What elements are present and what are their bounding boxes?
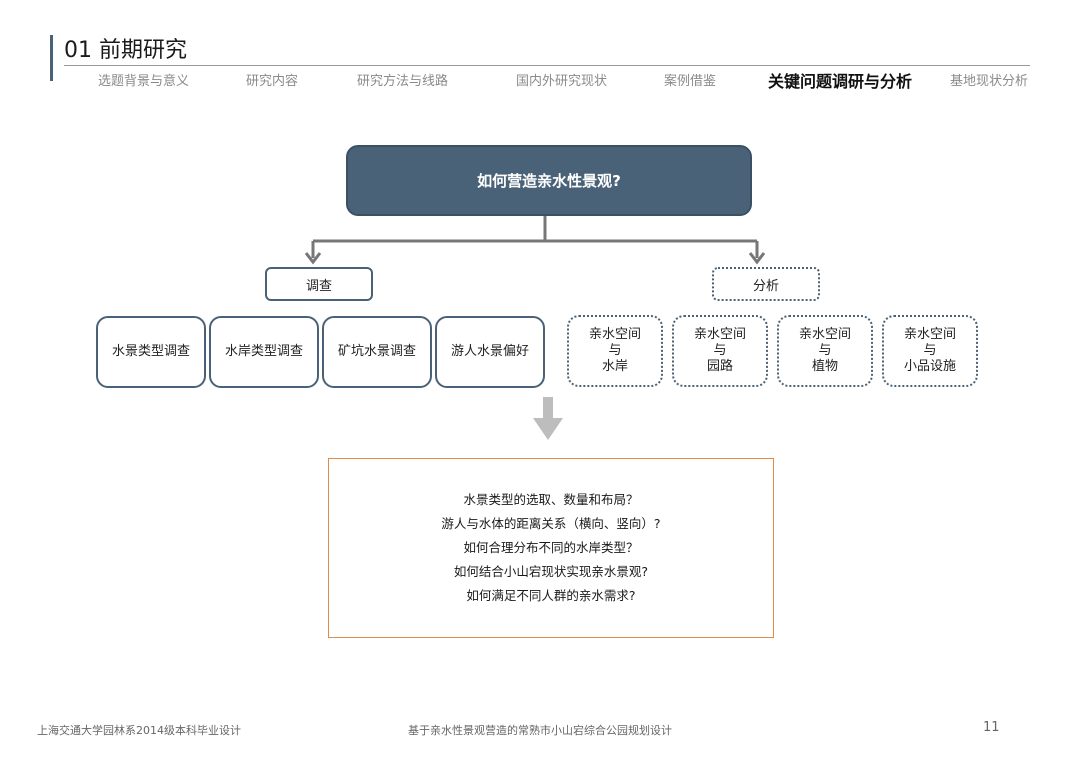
nav-item-background[interactable]: 选题背景与意义 bbox=[98, 74, 190, 89]
analysis-line: 小品设施 bbox=[903, 359, 956, 374]
main-question-box: 如何营造亲水性景观? bbox=[346, 145, 752, 216]
chevron-down-icon bbox=[304, 252, 322, 265]
question-line: 如何满足不同人群的亲水需求? bbox=[466, 588, 636, 603]
analysis-item-plants: 亲水空间 与 植物 bbox=[777, 315, 873, 387]
analysis-line: 与 bbox=[713, 343, 727, 358]
nav-item-key-issues[interactable]: 关键问题调研与分析 bbox=[768, 72, 913, 91]
survey-item-water-type: 水景类型调查 bbox=[96, 316, 206, 388]
analysis-item-shore: 亲水空间 与 水岸 bbox=[567, 315, 663, 387]
survey-item-label: 水景类型调查 bbox=[111, 344, 190, 359]
analysis-line: 植物 bbox=[811, 359, 838, 374]
title-rule bbox=[64, 65, 1030, 66]
nav-item-status[interactable]: 国内外研究现状 bbox=[516, 74, 608, 89]
survey-item-label: 游人水景偏好 bbox=[450, 344, 529, 359]
questions-box: 水景类型的选取、数量和布局？ 游人与水体的距离关系（横向、竖向）? 如何合理分布… bbox=[328, 458, 774, 638]
question-line: 水景类型的选取、数量和布局？ bbox=[463, 492, 639, 507]
nav-item-content[interactable]: 研究内容 bbox=[246, 74, 299, 89]
page-number: 11 bbox=[983, 720, 1000, 735]
question-line: 如何结合小山宕现状实现亲水景观? bbox=[453, 564, 649, 579]
category-analysis-box: 分析 bbox=[712, 267, 820, 301]
nav-item-cases[interactable]: 案例借鉴 bbox=[664, 74, 717, 89]
nav-item-methods[interactable]: 研究方法与线路 bbox=[357, 74, 449, 89]
footer-project-title: 基于亲水性景观营造的常熟市小山宕综合公园规划设计 bbox=[408, 724, 672, 737]
analysis-item-facilities: 亲水空间 与 小品设施 bbox=[882, 315, 978, 387]
section-title: 01 前期研究 bbox=[64, 38, 187, 63]
down-arrow-icon bbox=[533, 397, 563, 440]
category-survey-label: 调查 bbox=[305, 278, 332, 294]
analysis-line: 亲水空间 bbox=[693, 327, 746, 342]
analysis-line: 与 bbox=[818, 343, 832, 358]
question-line: 游人与水体的距离关系（横向、竖向）? bbox=[441, 516, 661, 531]
footer-school: 上海交通大学园林系2014级本科毕业设计 bbox=[37, 724, 241, 737]
title-accent-bar bbox=[50, 35, 53, 81]
analysis-item-path: 亲水空间 与 园路 bbox=[672, 315, 768, 387]
survey-item-quarry: 矿坑水景调查 bbox=[322, 316, 432, 388]
category-analysis-label: 分析 bbox=[752, 278, 779, 294]
analysis-line: 与 bbox=[923, 343, 937, 358]
survey-item-shore-type: 水岸类型调查 bbox=[209, 316, 319, 388]
chevron-down-icon bbox=[748, 252, 766, 265]
analysis-line: 亲水空间 bbox=[588, 327, 641, 342]
category-survey-box: 调查 bbox=[265, 267, 373, 301]
analysis-line: 亲水空间 bbox=[903, 327, 956, 342]
survey-item-label: 水岸类型调查 bbox=[224, 344, 303, 359]
survey-item-visitor-preference: 游人水景偏好 bbox=[435, 316, 545, 388]
analysis-line: 园路 bbox=[706, 359, 733, 374]
question-line: 如何合理分布不同的水岸类型？ bbox=[463, 540, 639, 555]
analysis-line: 与 bbox=[608, 343, 622, 358]
nav-item-site[interactable]: 基地现状分析 bbox=[950, 74, 1029, 89]
analysis-line: 亲水空间 bbox=[798, 327, 851, 342]
survey-item-label: 矿坑水景调查 bbox=[337, 344, 416, 359]
main-question-text: 如何营造亲水性景观? bbox=[477, 172, 621, 190]
analysis-line: 水岸 bbox=[601, 359, 628, 374]
